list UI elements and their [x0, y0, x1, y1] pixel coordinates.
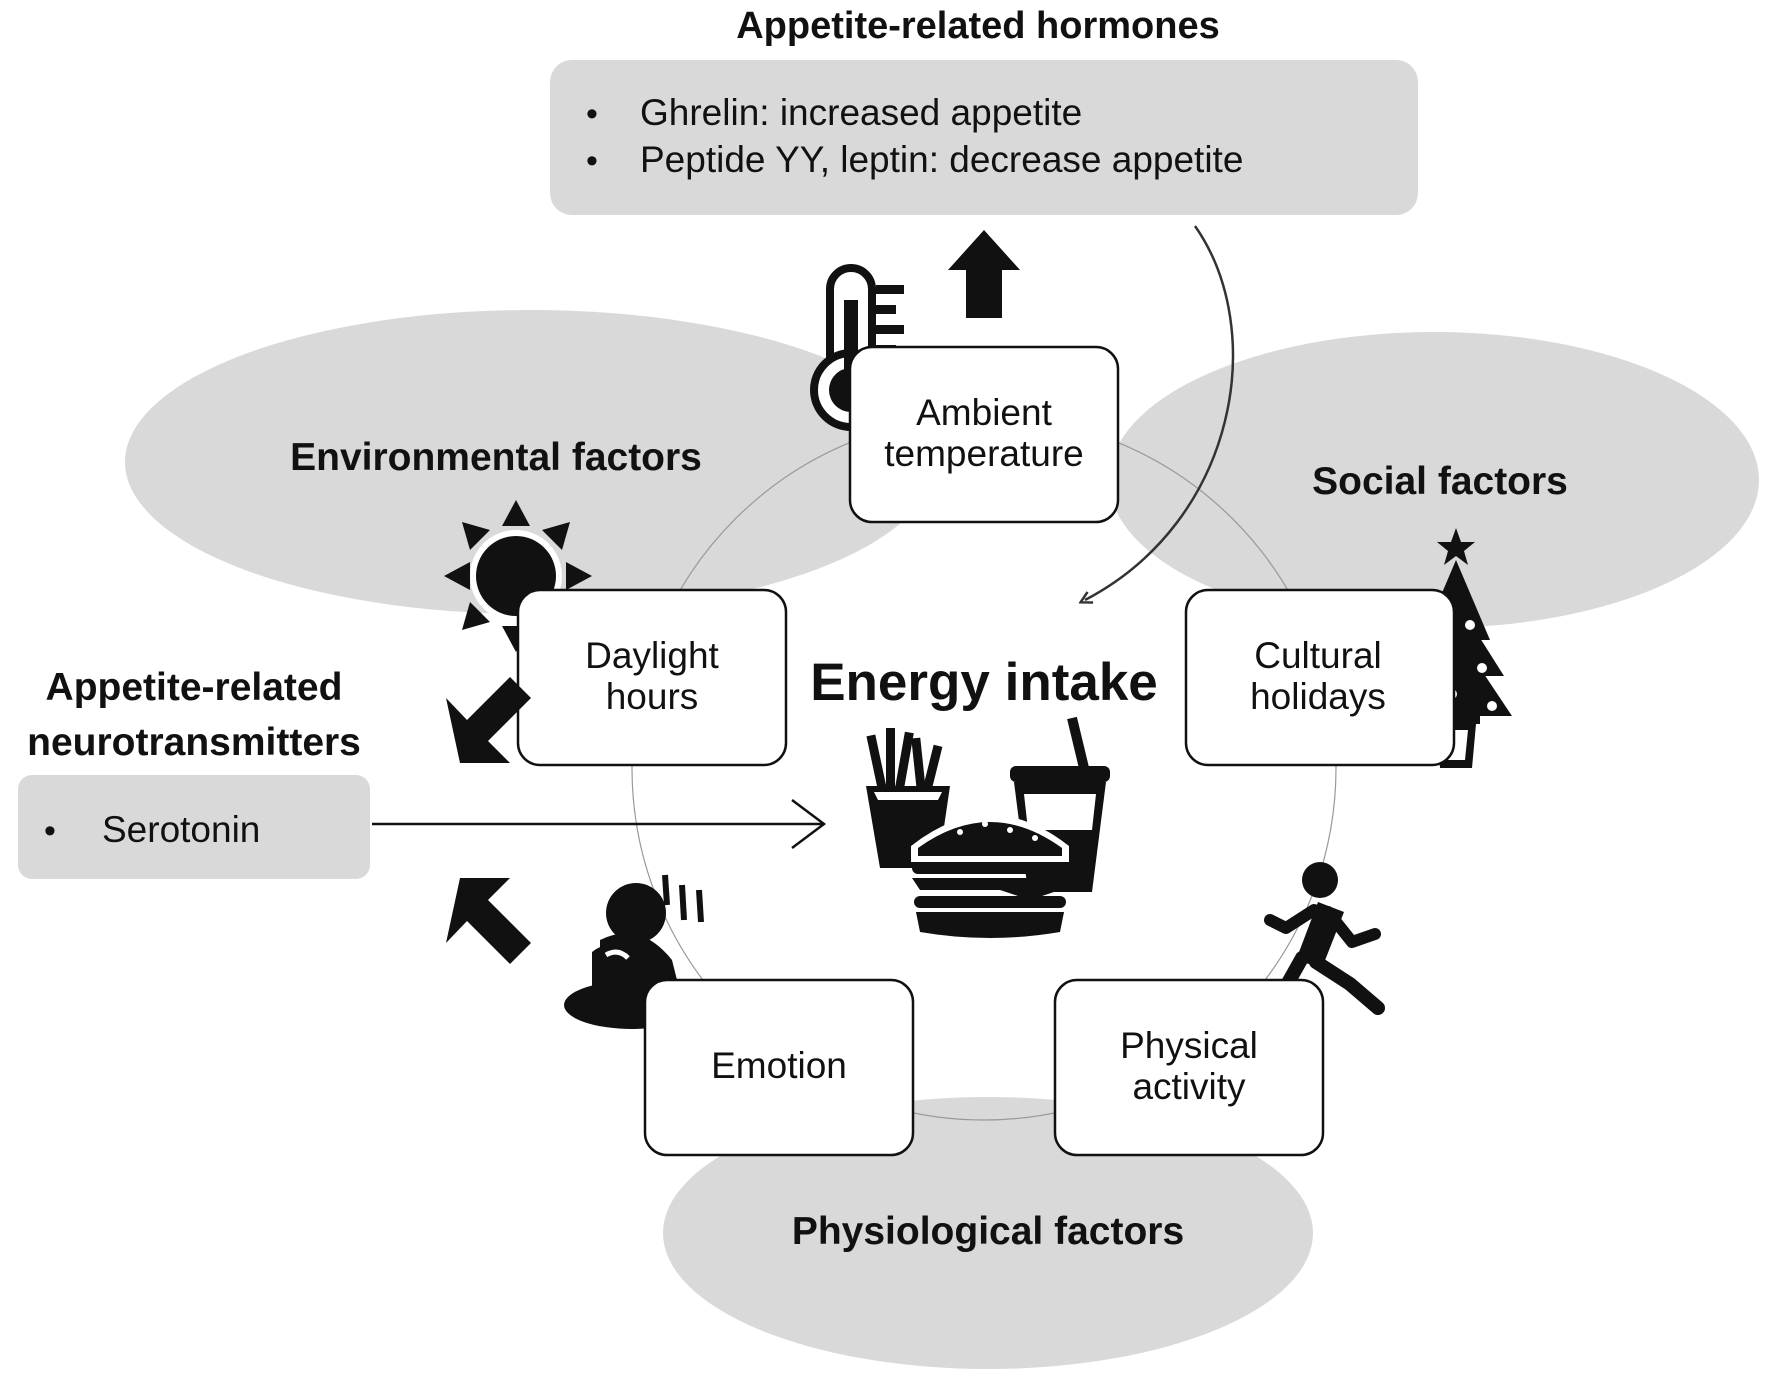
- arrow-up-left-icon: [446, 878, 531, 964]
- emotion-box: [643, 978, 915, 1157]
- physical-activity-label-line1: Physical: [1120, 1025, 1258, 1066]
- social-factors-title: Social factors: [1312, 460, 1568, 503]
- hormones-bullet-2: •: [586, 142, 598, 180]
- hormones-to-intake-arrow: [1085, 225, 1235, 600]
- neurotransmitters-title-line1: Appetite-related: [46, 666, 343, 709]
- physical-activity-box: [1053, 978, 1325, 1157]
- physiological-factors-region: [663, 1097, 1313, 1369]
- ambient-temperature-label-line1: Ambient: [916, 392, 1052, 433]
- arrow-down-left-icon: [446, 677, 531, 763]
- environmental-factors-title: Environmental factors: [290, 436, 702, 479]
- energy-intake-title: Energy intake: [810, 653, 1158, 712]
- daylight-hours-label-line2: hours: [606, 676, 699, 717]
- daylight-hours-box: [516, 588, 788, 767]
- social-factors-region: [1109, 332, 1759, 628]
- physiological-factors-title: Physiological factors: [792, 1210, 1184, 1253]
- hormones-title: Appetite-related hormones: [736, 5, 1220, 47]
- neurotransmitters-item-1: Serotonin: [102, 809, 260, 850]
- hormones-item-1: Ghrelin: increased appetite: [640, 92, 1082, 133]
- ambient-temperature-label-line2: temperature: [884, 433, 1084, 474]
- ambient-temperature-box: [848, 345, 1120, 524]
- arrow-up-icon: [948, 230, 1020, 318]
- neurotransmitters-bullet-1: •: [44, 812, 56, 850]
- cultural-holidays-label-line2: holidays: [1250, 676, 1386, 717]
- running-person-icon: [1264, 862, 1385, 1029]
- serotonin-to-intake-arrow: [372, 799, 827, 849]
- hormones-box: [550, 60, 1418, 215]
- emotion-label: Emotion: [711, 1045, 847, 1086]
- neurotransmitters-box: [18, 775, 370, 879]
- neurotransmitters-title-line2: neurotransmitters: [27, 721, 361, 764]
- hormones-bullet-1: •: [586, 95, 598, 133]
- hormones-item-2: Peptide YY, leptin: decrease appetite: [640, 139, 1243, 180]
- cultural-holidays-label-line1: Cultural: [1254, 635, 1382, 676]
- daylight-hours-label-line1: Daylight: [585, 635, 719, 676]
- physical-activity-label-line2: activity: [1132, 1066, 1246, 1107]
- fast-food-icon: [866, 716, 1110, 938]
- cultural-holidays-box: [1184, 588, 1456, 767]
- environmental-factors-region: [125, 310, 935, 614]
